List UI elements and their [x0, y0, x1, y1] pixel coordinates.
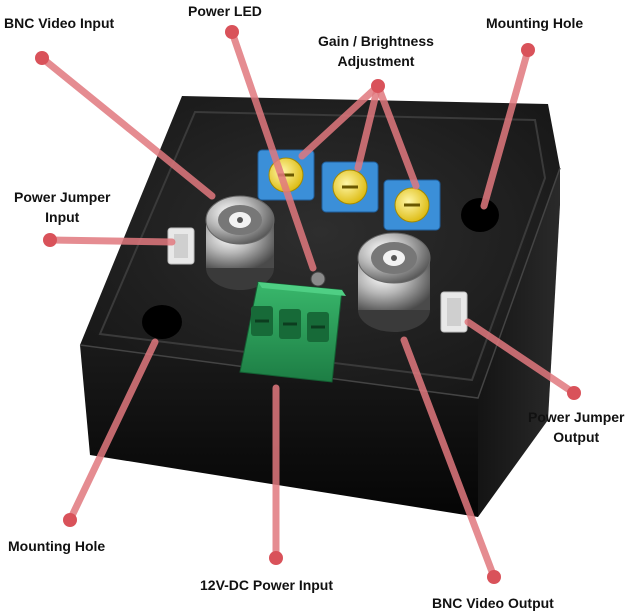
- dot-power-input: [269, 551, 283, 565]
- mounting-hole-bottom-shape: [142, 305, 182, 339]
- label-mounting-hole-top: Mounting Hole: [486, 15, 584, 31]
- bnc-input-connector: [205, 195, 275, 290]
- label-power-led: Power LED: [188, 3, 262, 19]
- leader-power-led: [228, 28, 317, 272]
- leader-mounting-hole-top: [480, 46, 532, 210]
- label-mounting-hole-bottom: Mounting Hole: [8, 538, 106, 554]
- device-bezel: [98, 110, 547, 382]
- label-power-input: 12V-DC Power Input: [200, 577, 334, 593]
- leader-gain-3: [374, 82, 420, 190]
- power-terminal-block: [239, 281, 346, 383]
- leader-power-jumper-output: [464, 318, 578, 397]
- device-right-side: [478, 168, 560, 517]
- leader-dots: [35, 25, 581, 584]
- leader-mounting-hole-bottom: [66, 338, 159, 524]
- trimmer-pot-2: [321, 161, 379, 213]
- dot-power-jumper-output: [567, 386, 581, 400]
- dot-gain: [371, 79, 385, 93]
- leader-bnc-video-output: [400, 336, 498, 581]
- dot-power-jumper-input: [43, 233, 57, 247]
- trimmer-pot-3: [383, 179, 441, 231]
- label-bnc-video-input: BNC Video Input: [4, 15, 115, 31]
- dot-bnc-video-input: [35, 51, 49, 65]
- label-power-jumper-input: Power Jumper Input: [14, 189, 111, 225]
- video-balun-device: [79, 96, 561, 517]
- leader-bnc-video-input: [38, 54, 216, 200]
- label-gain-brightness: Gain / Brightness Adjustment: [318, 33, 434, 69]
- device-edge-highlight: [79, 167, 561, 399]
- dot-mounting-hole-top: [521, 43, 535, 57]
- dot-power-led: [225, 25, 239, 39]
- bnc-output-connector: [357, 232, 431, 332]
- trimmer-pot-1: [257, 149, 315, 201]
- label-bnc-video-output: BNC Video Output: [432, 595, 554, 611]
- leader-lines: [38, 28, 578, 581]
- leader-gain-2: [354, 82, 382, 172]
- power-jumper-output-header: [440, 291, 468, 333]
- leader-gain-1: [298, 82, 382, 160]
- power-jumper-input-header: [167, 227, 195, 265]
- power-led-shape: [310, 271, 326, 287]
- mounting-hole-top-shape: [461, 198, 499, 232]
- dot-bnc-video-output: [487, 570, 501, 584]
- device-top-face: [80, 96, 560, 398]
- label-power-jumper-output: Power Jumper Output: [528, 409, 625, 445]
- dot-mounting-hole-bottom: [63, 513, 77, 527]
- leader-power-jumper-input: [46, 236, 176, 246]
